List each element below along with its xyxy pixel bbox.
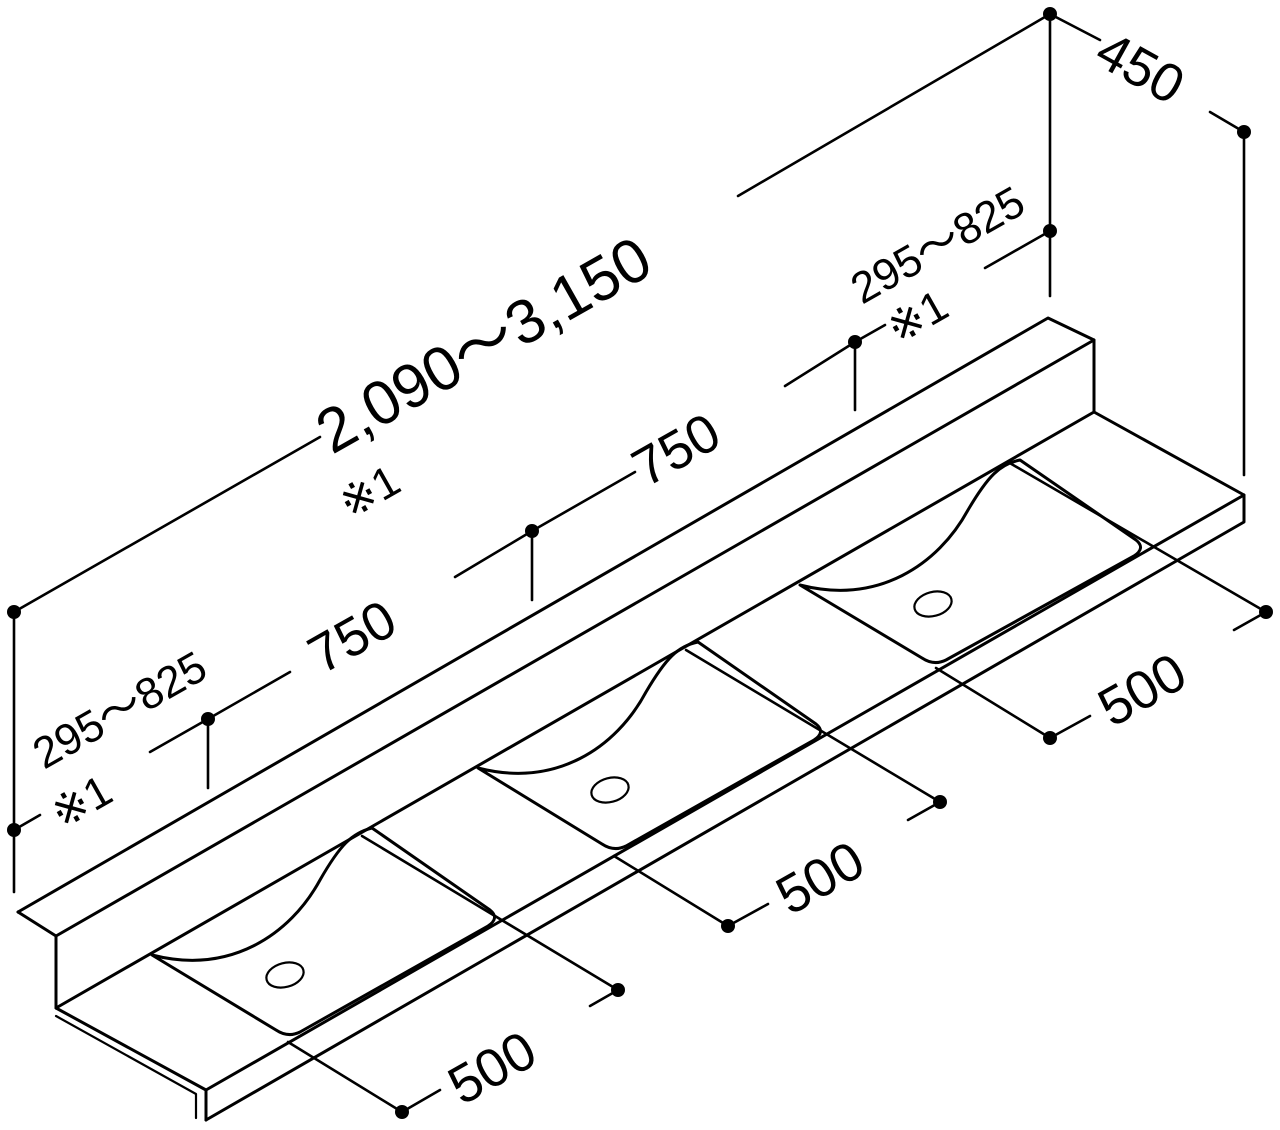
depth-label: 450 (1086, 20, 1194, 116)
drain-2-icon (590, 776, 630, 804)
bowl-2-label: 500 (766, 830, 874, 927)
backsplash-inner-edge (54, 338, 1096, 938)
total-width-note: ※1 (331, 456, 409, 529)
drain-3-icon (913, 590, 953, 618)
shelf-back-edge (54, 410, 1096, 1010)
counter-lip-inner (54, 1014, 198, 1120)
pitch-2-label: 750 (622, 402, 730, 499)
basin-3 (798, 458, 1142, 665)
end-left-note: ※1 (43, 766, 121, 839)
pitch-1-label: 750 (298, 589, 406, 686)
total-width-label: 2,090～3,150 (305, 224, 663, 467)
counter-front-lip (16, 910, 208, 1122)
counter-front-edge (204, 493, 1246, 1092)
basin-2 (476, 640, 822, 851)
bowl-3-label: 500 (1088, 642, 1196, 739)
basin-1 (150, 826, 496, 1037)
dimension-lines (7, 7, 1273, 1119)
bowl-1-label: 500 (438, 1020, 546, 1117)
end-left-label: 295～825 (25, 642, 215, 779)
drain-1-icon (265, 961, 305, 989)
counter-outline (16, 316, 1246, 1122)
